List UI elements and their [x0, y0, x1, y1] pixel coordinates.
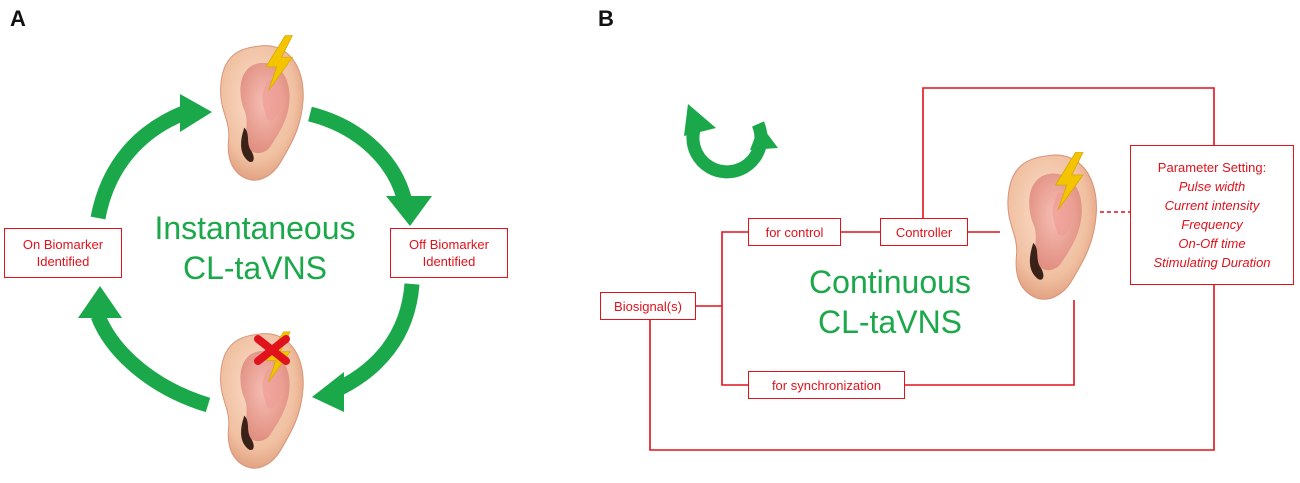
title-line-1: Continuous [809, 264, 971, 300]
cycle-arrow-bottom-right [312, 283, 420, 412]
box-line-2: Identified [422, 254, 476, 269]
biosignal-box: Biosignal(s) [600, 292, 696, 320]
title-line-2: CL-taVNS [817, 304, 963, 340]
refresh-cycle-icon [684, 104, 778, 179]
panel-label-b: B [598, 6, 614, 31]
for-control-box: for control [748, 218, 841, 246]
parameter-item: Current intensity [1164, 198, 1260, 213]
parameter-item: On-Off time [1178, 236, 1246, 251]
box-line-1: Off Biomarker [409, 237, 489, 252]
red-cross-icon [254, 335, 290, 365]
controller-box: Controller [880, 218, 968, 246]
box-line-2: Identified [36, 254, 90, 269]
cycle-arrow-bottom-left [78, 286, 211, 413]
cycle-arrow-top-right [308, 106, 432, 226]
off-biomarker-box: Off Biomarker Identified [390, 228, 508, 278]
ear-stimulating-b [1007, 154, 1097, 300]
parameter-setting-box: Parameter Setting: Pulse width Current i… [1130, 145, 1294, 285]
parameter-item: Frequency [1181, 217, 1243, 232]
box-line-1: On Biomarker [22, 237, 104, 252]
parameter-item: Stimulating Duration [1153, 255, 1271, 270]
panel-label-a: A [10, 6, 26, 31]
parameter-title: Parameter Setting: [1157, 160, 1267, 175]
for-synchronization-box: for synchronization [748, 371, 905, 399]
title-line-2: CL-taVNS [182, 250, 328, 286]
connection-lines [649, 87, 1215, 451]
on-biomarker-box: On Biomarker Identified [4, 228, 122, 278]
ear-stimulating-top [220, 45, 304, 181]
parameter-item: Pulse width [1178, 179, 1246, 194]
panel-a-title: Instantaneous CL-taVNS [120, 208, 390, 288]
title-line-1: Instantaneous [154, 210, 356, 246]
panel-b-title: Continuous CL-taVNS [760, 262, 1020, 342]
cycle-arrow-top-left [90, 94, 212, 220]
